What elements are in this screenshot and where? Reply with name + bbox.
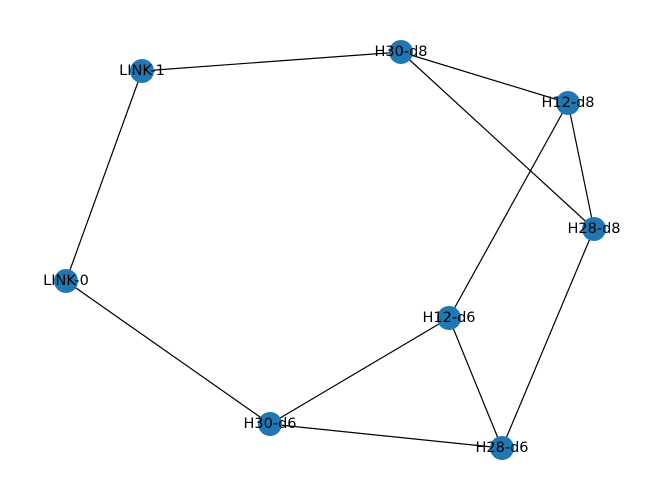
node-label-h30-d6: H30-d6 bbox=[243, 416, 296, 432]
edge-h28-d8-h28-d6 bbox=[501, 228, 595, 449]
node-h30-d8 bbox=[389, 40, 413, 64]
node-h12-d8 bbox=[556, 91, 580, 115]
node-h12-d6 bbox=[437, 306, 461, 330]
graph-edges bbox=[65, 51, 595, 449]
edge-link-1-link-0 bbox=[65, 70, 143, 282]
edge-h12-d8-h28-d8 bbox=[567, 102, 595, 230]
node-link-0 bbox=[54, 269, 78, 293]
node-label-h28-d6: H28-d6 bbox=[475, 440, 528, 456]
graph-nodes bbox=[54, 40, 606, 460]
node-h28-d8 bbox=[582, 217, 606, 241]
graph-labels: LINK-1 H30-d8H12-d8H28-d8LINK-0H12-d6H30-… bbox=[43, 44, 620, 456]
node-h30-d6 bbox=[258, 412, 282, 436]
edge-h12-d8-h12-d6 bbox=[448, 102, 569, 319]
node-link-1 bbox=[130, 59, 154, 83]
node-h28-d6 bbox=[490, 436, 514, 460]
edge-link-1-h30-d8 bbox=[141, 51, 402, 72]
edge-link-0-h30-d6 bbox=[65, 280, 271, 425]
edge-h30-d6-h28-d6 bbox=[269, 423, 503, 449]
node-label-link-1: LINK-1 bbox=[119, 63, 165, 79]
node-label-h30-d8: H30-d8 bbox=[374, 44, 427, 60]
node-label-h12-d6: H12-d6 bbox=[422, 310, 475, 326]
edge-h30-d8-h12-d8 bbox=[400, 51, 569, 104]
edge-h12-d6-h30-d6 bbox=[269, 317, 450, 425]
node-label-link-0: LINK-0 bbox=[43, 273, 89, 289]
node-label-h28-d8: H28-d8 bbox=[567, 221, 620, 237]
edge-h30-d8-h28-d8 bbox=[400, 51, 595, 230]
node-label-h12-d8: H12-d8 bbox=[541, 95, 594, 111]
edge-h12-d6-h28-d6 bbox=[448, 317, 503, 449]
